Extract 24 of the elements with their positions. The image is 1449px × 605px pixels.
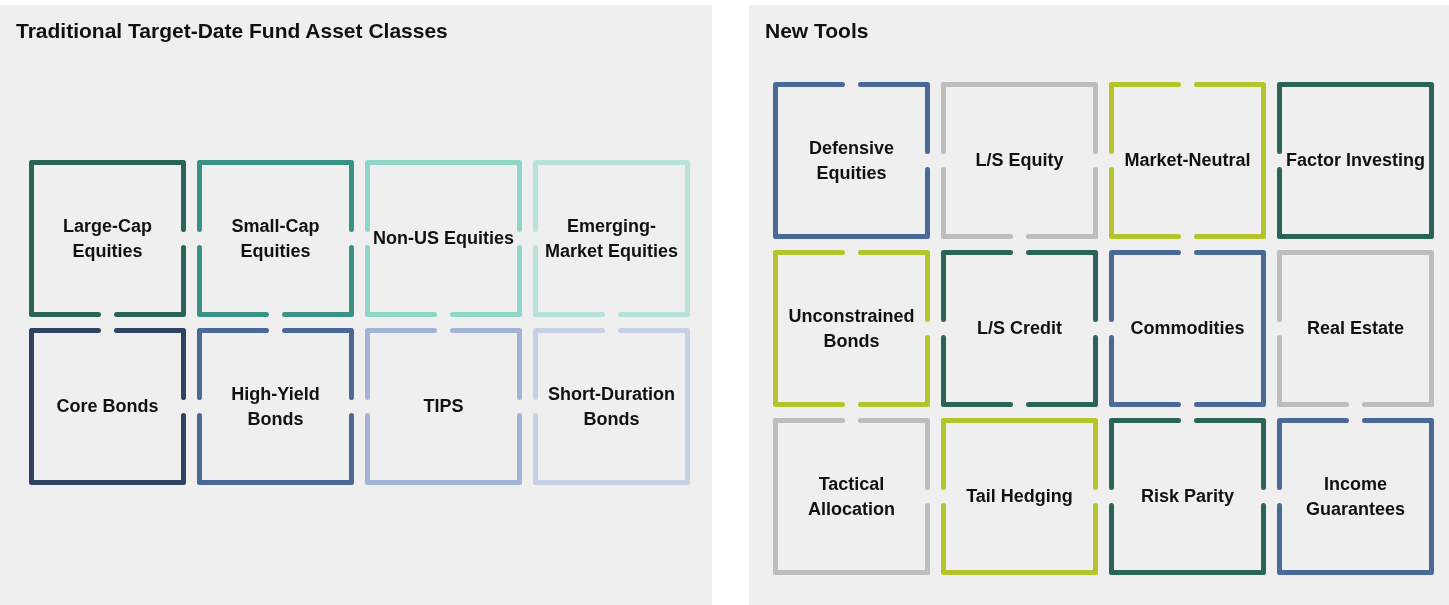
tile-label: Market-Neutral [1123, 149, 1252, 173]
tile-label: Small-Cap Equities [230, 215, 321, 263]
tile-label: Risk Parity [1139, 485, 1236, 509]
tile-label: Unconstrained Bonds [787, 305, 916, 353]
tile-label: Emerging-Market Equities [543, 215, 679, 263]
tile-label: Defensive Equities [807, 137, 895, 185]
tile-label: Commodities [1129, 317, 1246, 341]
tile-label: TIPS [422, 395, 465, 419]
panel-background [749, 5, 1449, 605]
tile-label: Non-US Equities [372, 227, 515, 251]
tile-label: Real Estate [1305, 317, 1406, 341]
tile-label: Tactical Allocation [807, 473, 896, 521]
tile-label: Core Bonds [55, 395, 160, 419]
tile-label: High-Yield Bonds [230, 383, 321, 431]
tile-label: Income Guarantees [1304, 473, 1406, 521]
tile-label: Short-Duration Bonds [547, 383, 676, 431]
panel-title: New Tools [765, 19, 869, 43]
tile-label: L/S Credit [976, 317, 1063, 341]
panel-background [0, 5, 712, 605]
tile-label: L/S Equity [974, 149, 1065, 173]
tile-label: Tail Hedging [965, 485, 1074, 509]
tile-label: Large-Cap Equities [62, 215, 153, 263]
tile-label: Factor Investing [1285, 149, 1426, 173]
panel-title: Traditional Target-Date Fund Asset Classes [16, 19, 448, 43]
